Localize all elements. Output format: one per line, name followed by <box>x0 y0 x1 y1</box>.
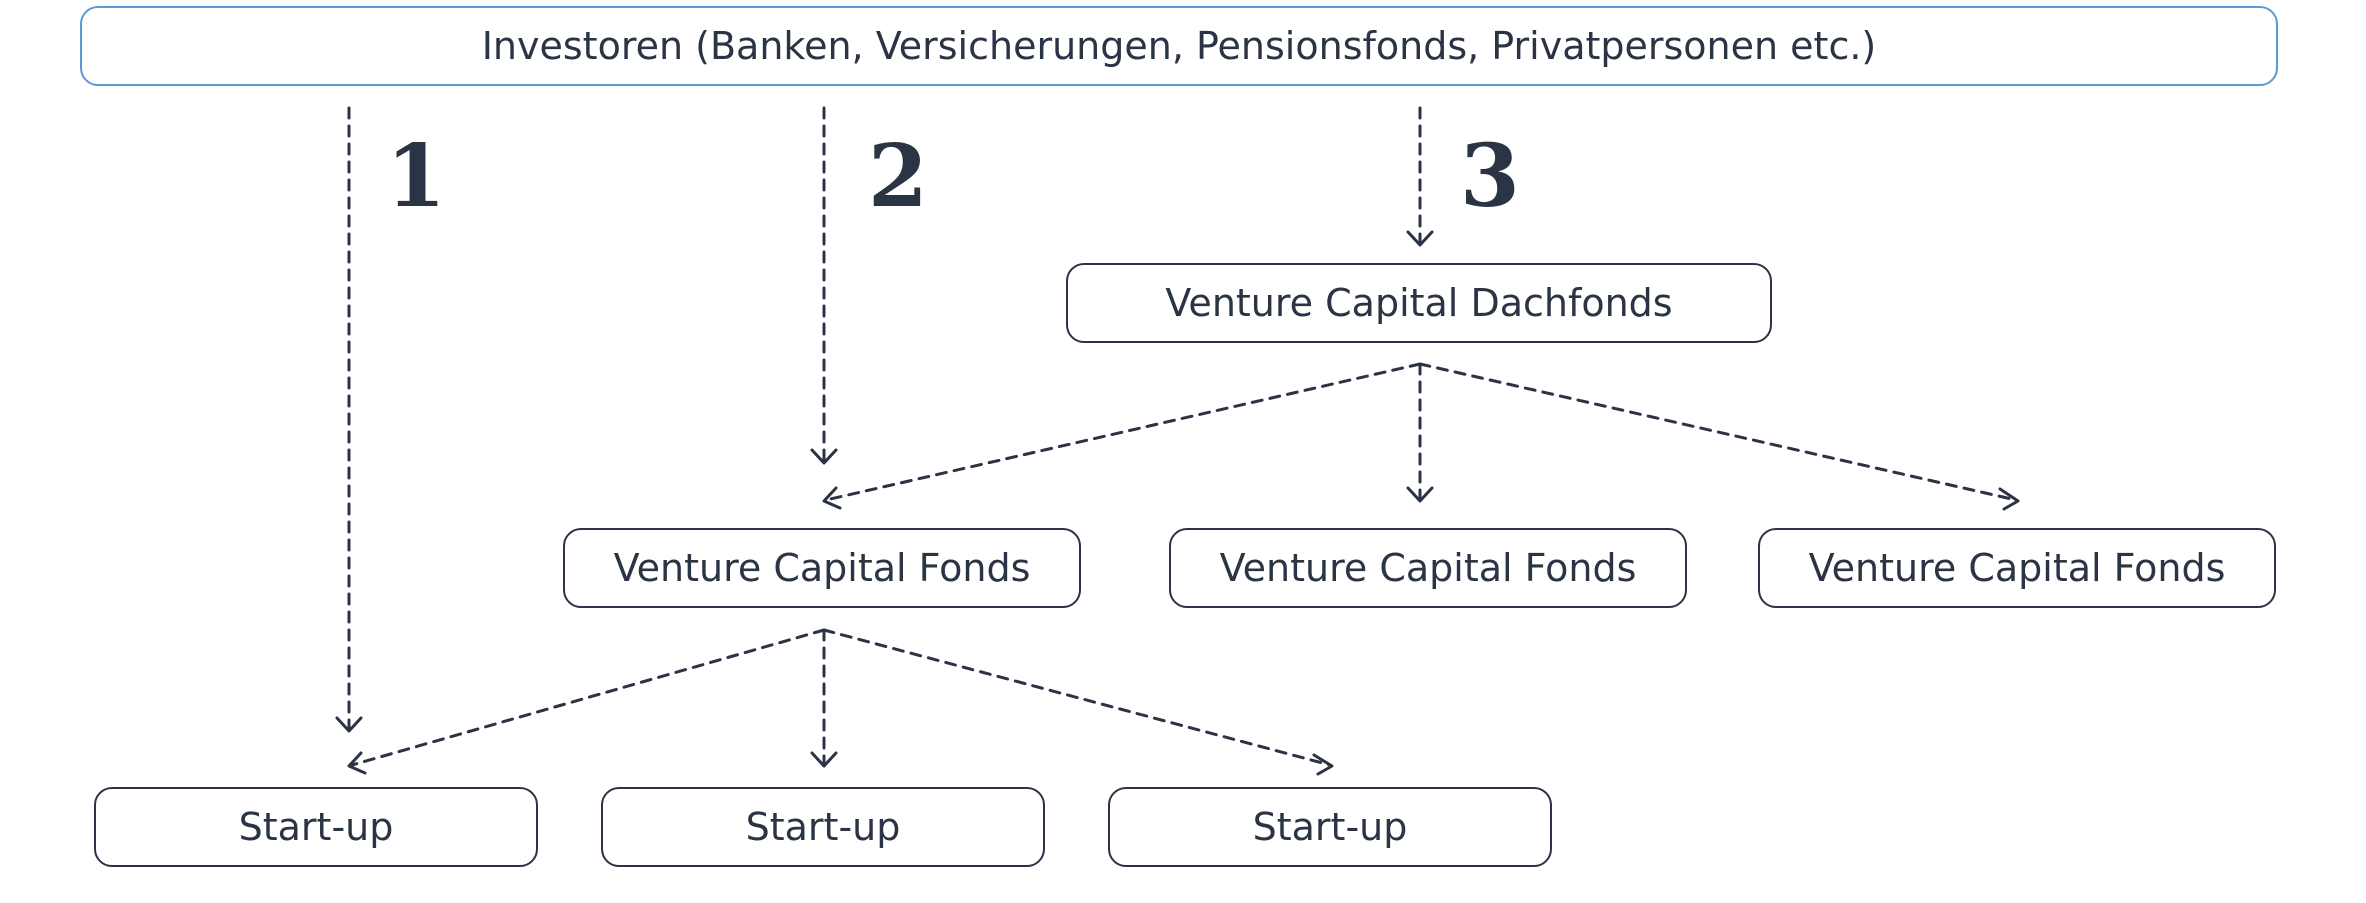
startup-label: Start-up <box>238 805 394 849</box>
arrow-dachfonds-to-fund-2 <box>1406 362 1434 503</box>
fund-box-1: Venture Capital Fonds <box>563 528 1081 608</box>
arrow-dachfonds-to-fund-3 <box>1418 362 2020 511</box>
arrow-route-1-to-startup-1 <box>335 106 363 733</box>
fund-label: Venture Capital Fonds <box>613 546 1031 590</box>
arrow-fund-1-to-startup-1 <box>347 628 826 775</box>
investors-box: Investoren (Banken, Versicherungen, Pens… <box>80 6 2278 86</box>
route-number-2: 2 <box>868 126 928 227</box>
startup-box-2: Start-up <box>601 787 1045 867</box>
route-number-1: 1 <box>386 126 446 227</box>
fund-box-2: Venture Capital Fonds <box>1169 528 1687 608</box>
arrow-fund-1-to-startup-3 <box>822 628 1334 776</box>
fund-label: Venture Capital Fonds <box>1808 546 2226 590</box>
startup-box-1: Start-up <box>94 787 538 867</box>
startup-label: Start-up <box>1252 805 1408 849</box>
investors-label: Investoren (Banken, Versicherungen, Pens… <box>481 24 1877 68</box>
route-number-3: 3 <box>1460 126 1520 227</box>
startup-box-3: Start-up <box>1108 787 1552 867</box>
startup-label: Start-up <box>745 805 901 849</box>
dachfonds-box: Venture Capital Dachfonds <box>1066 263 1772 343</box>
dachfonds-label: Venture Capital Dachfonds <box>1165 281 1673 325</box>
arrow-fund-1-to-startup-2 <box>810 628 838 768</box>
fund-label: Venture Capital Fonds <box>1219 546 1637 590</box>
arrow-dachfonds-to-fund-1 <box>822 362 1422 510</box>
arrow-route-3-to-dachfonds <box>1406 106 1434 247</box>
arrow-route-2-to-fund-1 <box>810 106 838 465</box>
fund-box-3: Venture Capital Fonds <box>1758 528 2276 608</box>
